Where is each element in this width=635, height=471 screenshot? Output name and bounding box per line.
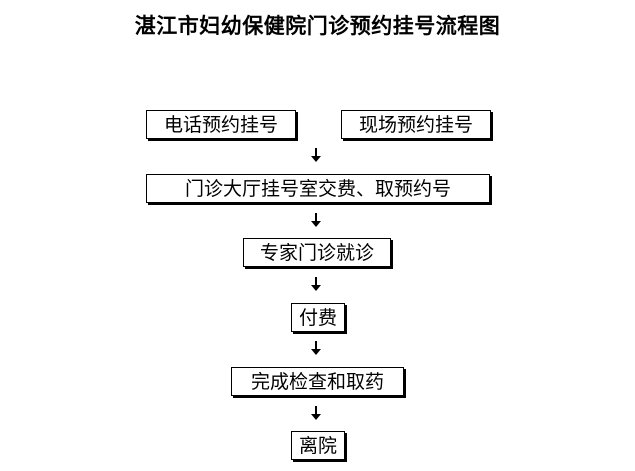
step-onsite-booking: 现场预约挂号	[341, 110, 491, 139]
arrow-down-icon	[311, 277, 321, 292]
step-hall-payment: 门诊大厅挂号室交费、取预约号	[146, 174, 490, 203]
page-title: 湛江市妇幼保健院门诊预约挂号流程图	[134, 13, 501, 38]
step-specialist-visit: 专家门诊就诊	[243, 238, 391, 267]
arrow-down-icon	[311, 213, 321, 228]
step-phone-booking: 电话预约挂号	[146, 110, 296, 139]
arrow-down-icon	[311, 406, 321, 421]
step-payment: 付费	[291, 303, 345, 332]
step-exam-and-medicine: 完成检查和取药	[231, 367, 404, 396]
step-leave: 离院	[291, 431, 345, 460]
arrow-down-icon	[311, 341, 321, 356]
arrow-down-icon	[311, 148, 321, 163]
